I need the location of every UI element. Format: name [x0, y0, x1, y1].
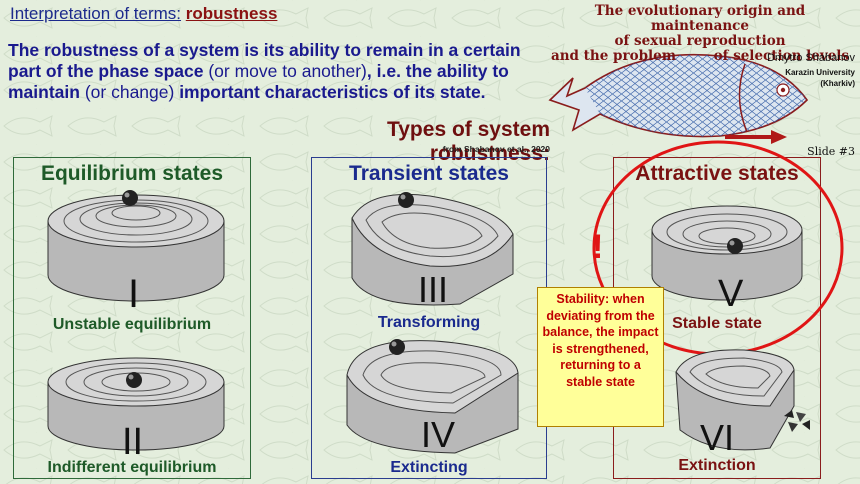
panel-title: Equilibrium states [40, 162, 224, 185]
affiliation-name: Karazin University [785, 68, 855, 77]
caption-extincting: Extincting [390, 459, 468, 476]
panel-equilibrium: Equilibrium states [13, 157, 251, 479]
caption-unstable-equilibrium: Unstable equilibrium [52, 316, 212, 333]
roman-numeral: II [122, 421, 143, 458]
author-name: Dmytro Shabanov [766, 52, 855, 64]
exclamation-mark: ! [592, 228, 604, 266]
talk-title: The evolutionary origin and maintenance … [545, 4, 855, 64]
roman-numeral: V [718, 273, 744, 315]
indifferent-equilibrium-diagram: II [47, 357, 225, 458]
stable-state-diagram: V [651, 205, 803, 315]
unstable-equilibrium-diagram: I [47, 190, 225, 315]
extincting-diagram: IV [346, 339, 519, 455]
panel-title: Transient states [349, 162, 509, 185]
types-heading: Types of system robustness: [386, 118, 550, 165]
definition-part: (or move to another) [203, 61, 367, 81]
heading-term: robustness [185, 4, 278, 23]
definition-part: important characteristics of its state. [174, 82, 486, 102]
extinction-diagram: VI [675, 349, 795, 456]
talk-title-line: of sexual reproduction [614, 33, 786, 49]
definition-part: (or change) [79, 82, 175, 102]
transforming-diagram: III [351, 192, 514, 310]
fragments-icon [784, 410, 810, 432]
caption-stable-state: Stable state [672, 315, 762, 332]
panel-title: Attractive states [635, 162, 799, 185]
talk-title-line: The evolutionary origin and maintenance [594, 3, 806, 34]
stability-note: Stability: when deviating from the balan… [537, 287, 664, 427]
caption-extinction: Extinction [678, 457, 756, 474]
caption-indifferent-equilibrium: Indifferent equilibrium [47, 459, 217, 476]
roman-numeral: VI [700, 417, 734, 456]
talk-title-line: and the problem of selection levels [550, 48, 850, 64]
fish-illustration [548, 53, 809, 144]
caption-transforming: Transforming [377, 314, 481, 331]
heading-lead: Interpretation of terms: [10, 4, 182, 23]
affiliation-city: (Kharkiv) [820, 79, 855, 88]
definition-text: The robustness of a system is its abilit… [8, 40, 553, 103]
types-source: from Shabanov et al., 2020 [442, 144, 550, 154]
slide-number: Slide #3 [807, 145, 855, 158]
definition-part: The robustness of a system is its abilit… [8, 40, 521, 81]
slide-heading: Interpretation of terms: robustness [10, 4, 277, 24]
author-affiliation: Karazin University (Kharkiv) [700, 67, 855, 89]
roman-numeral: IV [421, 414, 455, 455]
roman-numeral: I [128, 272, 139, 315]
definition-part: , i.e. the ability to maintain [8, 61, 509, 102]
roman-numeral: III [418, 269, 448, 310]
